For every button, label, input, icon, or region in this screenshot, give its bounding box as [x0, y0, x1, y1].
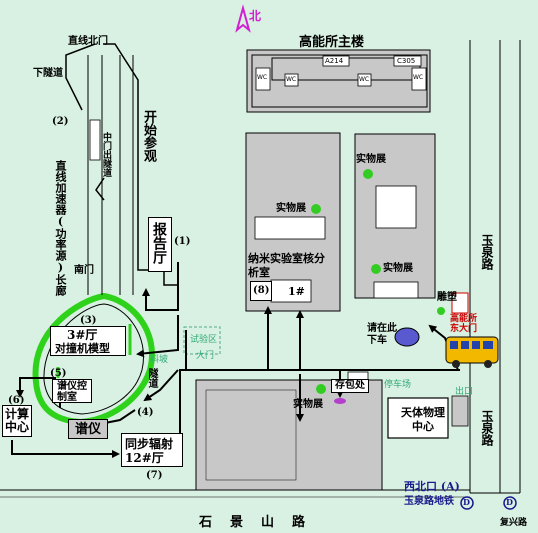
computing-center-label: 计算中心 — [5, 407, 30, 434]
hall-3-label: 3#厅 — [67, 328, 98, 342]
storage-ring — [32, 292, 155, 426]
step-5: (5) — [50, 368, 67, 379]
material-label: 料坡 — [150, 355, 169, 365]
subway-label: 玉泉路地铁 — [404, 496, 454, 507]
linac-label: 直线加速器(功率源)长廊 — [54, 160, 67, 296]
exhibit-label-3: 实物展 — [383, 263, 413, 274]
exhibit-dot-4 — [316, 384, 326, 394]
fuxing-road-label: 复兴路 — [500, 518, 528, 528]
step-3: (3) — [80, 315, 97, 326]
spectrometer-box: 谱仪 — [68, 419, 108, 439]
nano-lab-box: (8) — [250, 281, 272, 301]
yuquan-road-label: 玉泉路 — [480, 234, 494, 270]
step-1: (1) — [174, 236, 191, 247]
parking-label: 停车场 — [384, 380, 412, 390]
middle-gate-label: 中门出隧道 — [101, 132, 111, 177]
step-4: (4) — [137, 407, 154, 418]
exhibit-dot-3 — [371, 264, 381, 274]
get-off-label: 请在此下车 — [367, 323, 397, 346]
computing-center-box: 计算中心 — [2, 405, 32, 437]
wc-label-3: WC — [359, 76, 370, 83]
subway-icon-label-2: D — [506, 497, 513, 507]
ihep-gate-label: 高能所东大门 — [450, 314, 478, 334]
tunnel-label: 隧道 — [146, 368, 157, 388]
south-gate-label: 南门 — [74, 265, 94, 276]
synchrotron-hall-label: 同步辐射12#厅 — [125, 437, 174, 465]
spectrometer-ctrl-label: 谱仪控制室 — [57, 381, 87, 403]
exhibit-label-1: 实物展 — [356, 154, 386, 165]
report-hall-box: 报告厅 — [148, 217, 172, 272]
north-gate-label: 直线北门 — [68, 36, 108, 47]
north-label: 北 — [249, 9, 262, 23]
step-6: (6) — [8, 395, 25, 406]
drop-off-point-icon — [394, 327, 420, 347]
spectrometer-label: 谱仪 — [75, 422, 102, 437]
main-building-label: 高能所主楼 — [299, 35, 365, 50]
experiment-zone-label: 试验区 — [190, 335, 218, 345]
hall-3-sub-label: 对撞机模型 — [55, 342, 110, 355]
lower-tunnel-label: 下隧道 — [33, 68, 63, 79]
wc-label-2: WC — [286, 76, 297, 83]
bag-check-icon — [334, 398, 346, 404]
gate-big-label: 大门 — [196, 351, 215, 361]
exhibit-label-4: 实物展 — [293, 399, 323, 410]
astro-center-box — [387, 397, 449, 439]
subway-icon-1 — [460, 496, 474, 510]
north-arrow-icon — [235, 4, 251, 33]
sculpture-label: 雕塑 — [437, 292, 457, 303]
bus-icon — [445, 336, 499, 368]
building-1-label: 1# — [288, 285, 305, 298]
spectrometer-ctrl-box: 谱仪控制室 — [52, 379, 92, 403]
start-visit-label: 开始参观 — [141, 110, 156, 162]
subway-icon-label-1: D — [463, 497, 470, 507]
room-c305: C305 — [397, 57, 416, 65]
northwest-exit-label: 西北口 (A) — [404, 480, 460, 493]
bag-check-box: 存包处 — [331, 379, 369, 393]
report-hall-label: 报告厅 — [151, 222, 167, 264]
yuquan-road-label-2: 玉泉路 — [480, 410, 494, 446]
exhibit-dot-1 — [363, 169, 373, 179]
exit-label: 出口 — [455, 387, 474, 397]
shijingshan-road-label: 石景山路 — [199, 515, 324, 530]
wc-label-4: WC — [413, 74, 424, 81]
exhibit-dot-5 — [437, 307, 445, 315]
synchrotron-hall-box: 同步辐射12#厅 — [121, 433, 183, 467]
exhibit-dot-2 — [311, 204, 321, 214]
room-a214: A214 — [325, 57, 344, 65]
bag-check-label: 存包处 — [335, 380, 365, 391]
nano-lab-num: (8) — [253, 285, 270, 296]
subway-icon-2 — [503, 496, 517, 510]
hall-3-box: 3#厅 对撞机模型 — [50, 326, 126, 356]
exhibit-label-2: 实物展 — [276, 203, 306, 214]
astro-center-label: 天体物理中心 — [401, 406, 445, 433]
wc-label-1: WC — [257, 74, 268, 81]
step-7: (7) — [146, 470, 163, 481]
step-2: (2) — [52, 116, 69, 127]
nano-lab-label: 纳米实验室核分析室 — [248, 252, 325, 279]
